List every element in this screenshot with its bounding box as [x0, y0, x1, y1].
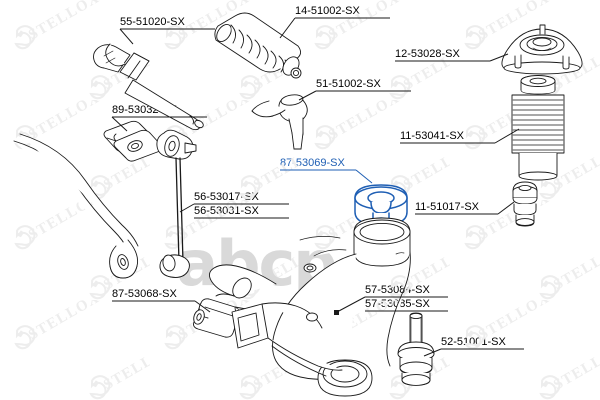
leader-stabilizer-bar-bushing	[111, 116, 207, 132]
part-lower-ball-joint	[397, 312, 435, 386]
part-steering-rack-boot	[214, 12, 302, 79]
leader-stabilizer-link	[179, 203, 289, 219]
leader-inner-tie-rod	[119, 28, 215, 45]
part-lower-control-arm	[209, 217, 411, 397]
leader-control-arm-front-bushing	[336, 296, 448, 313]
leader-strut-mount	[395, 53, 509, 62]
part-outer-tie-rod-end	[251, 94, 308, 150]
leader-bump-stop	[415, 201, 515, 215]
leader-outer-tie-rod-end	[298, 90, 411, 101]
part-shock-dust-boot	[511, 75, 565, 181]
part-stabilizer-bar-bushing	[103, 120, 163, 162]
leader-stabilizer-link-bushing	[112, 300, 211, 313]
leader-lower-ball-joint	[423, 348, 524, 357]
leader-control-arm-bushing-highlighted	[280, 169, 373, 184]
leader-steering-rack-boot	[279, 17, 390, 39]
part-stabilizer-bar	[13, 133, 139, 279]
part-bump-stop	[512, 181, 538, 227]
part-stabilizer-link	[156, 129, 197, 278]
leader-shock-dust-boot	[400, 128, 520, 144]
part-strut-top-mount	[501, 24, 583, 75]
